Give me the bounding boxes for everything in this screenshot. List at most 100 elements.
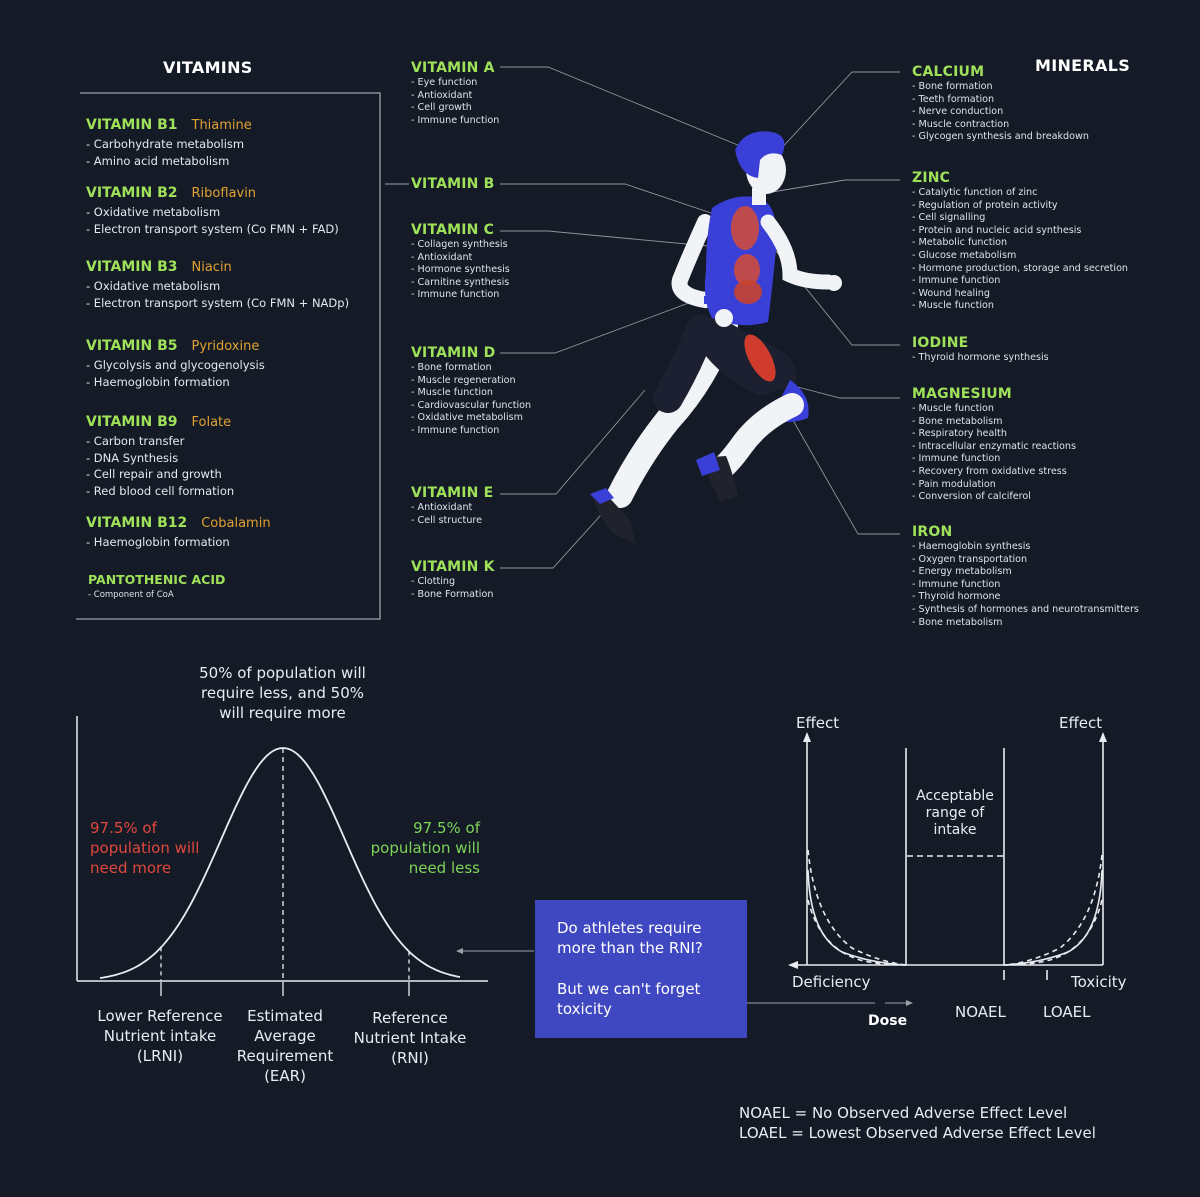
mineral-function: - Recovery from oxidative stress [912, 465, 1067, 477]
vitamin-function-list: - Component of CoA [86, 590, 376, 600]
mineral-function: - Cell signalling [912, 212, 986, 224]
vitamin-entry: VITAMIN B2 Riboflavin - Oxidative metaboli… [86, 182, 376, 237]
box-arrow-left [456, 948, 534, 954]
vitamin-heading: VITAMIN B9 Folate [86, 411, 376, 430]
mid-vitamin-function: - Bone formation [411, 362, 492, 373]
vitamin-function-list: - Carbon transfer- DNA Synthesis- Cell r… [86, 433, 376, 499]
vitamin-name: PANTOTHENIC ACID [88, 572, 226, 587]
vitamin-b-connector [385, 183, 409, 185]
mineral-function: - Oxygen transportation [912, 553, 1028, 565]
mineral-name: CALCIUM [912, 64, 985, 80]
mid-vitamin-entry: VITAMIN D- Bone formation- Muscle regene… [411, 345, 561, 438]
vitamin-name: VITAMIN B2 [86, 185, 178, 201]
mineral-function: - Regulation of protein activity [912, 199, 1058, 211]
vitamin-alt-name: Folate [191, 415, 232, 430]
mid-vitamin-function: - Carnitine synthesis [411, 276, 510, 288]
mineral-function: - Immune function [912, 578, 1001, 590]
legend-loael: LOAEL = Lowest Observed Adverse Effect L… [739, 1124, 1096, 1142]
vitamin-function: - Component of CoA [88, 590, 174, 600]
mid-vitamin-name: VITAMIN E [411, 485, 494, 501]
toxicity-dashed-curve-1 [1003, 899, 1103, 966]
dose-label: Dose [868, 1013, 908, 1029]
mid-vitamin-function: - Antioxidant [411, 89, 473, 101]
mineral-function: - Teeth formation [912, 93, 995, 105]
mineral-function: - Bone formation [912, 81, 993, 92]
bell-right-note: 97.5% of population will need less [370, 819, 480, 877]
legend-noael: NOAEL = No Observed Adverse Effect Level [739, 1104, 1068, 1122]
mid-vitamin-function-list: - Collagen synthesis- Antioxidant- Hormo… [411, 239, 561, 302]
mineral-name: IODINE [912, 335, 969, 351]
mid-vitamin-function-list: - Antioxidant- Cell structure [411, 502, 561, 527]
mineral-function: - Glycogen synthesis and breakdown [912, 131, 1089, 143]
vitamin-function-list: - Oxidative metabolism- Electron transpo… [86, 278, 376, 311]
vitamin-entry: VITAMIN B9 Folate - Carbon transfer- DNA S… [86, 411, 376, 499]
mineral-function: - Muscle function [912, 403, 994, 414]
vitamin-alt-name: Niacin [191, 260, 232, 275]
vitamin-name: VITAMIN B12 [86, 515, 188, 531]
deficiency-dashed-curve-2 [807, 849, 907, 966]
mineral-entry: IRON- Haemoglobin synthesis- Oxygen tran… [912, 524, 1172, 629]
vitamin-function: - Haemoglobin formation [86, 374, 230, 389]
mid-vitamin-function: - Antioxidant [411, 502, 473, 513]
question-box: Do athletes require more than the RNI? B… [535, 900, 747, 1038]
mineral-function: - Synthesis of hormones and neurotransmi… [912, 603, 1139, 615]
mineral-entry: IODINE- Thyroid hormone synthesis [912, 335, 1172, 365]
vitamin-heading: PANTOTHENIC ACID [86, 569, 376, 588]
mineral-function: - Immune function [912, 453, 1001, 465]
mineral-entry: CALCIUM- Bone formation- Teeth formation… [912, 64, 1172, 144]
vitamin-function: - Electron transport system (Co FMN + NA… [86, 295, 350, 310]
vitamin-function-list: - Glycolysis and glycogenolysis- Haemogl… [86, 357, 376, 390]
mineral-function: - Bone metabolism [912, 616, 1003, 628]
runner-illustration [500, 66, 900, 569]
mineral-function: - Catalytic function of zinc [912, 187, 1038, 198]
minerals-title: MINERALS [1035, 56, 1131, 75]
mineral-function: - Nerve conduction [912, 106, 1004, 118]
mid-vitamin-function: - Cell structure [411, 514, 483, 526]
mid-vitamin-function: - Collagen synthesis [411, 239, 508, 250]
lrni-label: Lower Reference Nutrient intake (LRNI) [97, 1007, 223, 1065]
mid-vitamin-function-list: - Eye function- Antioxidant- Cell growth… [411, 77, 561, 127]
vitamin-alt-name: Riboflavin [191, 186, 257, 201]
vitamin-name: VITAMIN B9 [86, 414, 178, 430]
mid-vitamin-entry: VITAMIN K- Clotting- Bone Formation [411, 559, 561, 601]
mineral-function: - Intracellular enzymatic reactions [912, 440, 1076, 452]
mineral-function: - Thyroid hormone synthesis [912, 352, 1049, 363]
mineral-name: ZINC [912, 170, 951, 186]
mid-vitamin-function: - Muscle function [411, 387, 493, 399]
mid-vitamin-name: VITAMIN A [411, 60, 495, 76]
mid-vitamin-name: VITAMIN D [411, 345, 496, 361]
mid-vitamin-function-list: - Clotting- Bone Formation [411, 576, 561, 601]
mid-vitamin-function-list: - Bone formation- Muscle regeneration- M… [411, 362, 561, 438]
mineral-function: - Metabolic function [912, 237, 1008, 249]
toxicity-label: Toxicity [1071, 973, 1127, 991]
mid-vitamin-name: VITAMIN B [411, 176, 495, 192]
vitamin-function: - Oxidative metabolism [86, 205, 221, 219]
toxicity-dashed-curve-2 [1005, 854, 1103, 966]
mid-vitamin-entry: VITAMIN C- Collagen synthesis- Antioxida… [411, 222, 561, 302]
vitamin-function-list: - Oxidative metabolism- Electron transpo… [86, 204, 376, 237]
mineral-function-list: - Haemoglobin synthesis- Oxygen transpor… [912, 541, 1172, 629]
mid-vitamin-function: - Immune function [411, 114, 500, 126]
mineral-entry: MAGNESIUM- Muscle function- Bone metabol… [912, 386, 1172, 504]
mineral-function-list: - Muscle function- Bone metabolism- Resp… [912, 403, 1172, 504]
mineral-function: - Hormone production, storage and secret… [912, 262, 1129, 274]
mid-vitamin-entry: VITAMIN E- Antioxidant- Cell structure [411, 485, 561, 527]
vitamin-name: VITAMIN B1 [86, 117, 178, 133]
mineral-function: - Glucose metabolism [912, 249, 1017, 261]
mid-vitamin-entry: VITAMIN A- Eye function- Antioxidant- Ce… [411, 60, 561, 127]
vitamin-function: - Amino acid metabolism [86, 153, 230, 168]
vitamin-entry: PANTOTHENIC ACID - Component of CoA [86, 569, 376, 600]
vitamin-function-list: - Haemoglobin formation [86, 534, 376, 551]
vitamin-function: - Red blood cell formation [86, 483, 235, 498]
vitamin-alt-name: Pyridoxine [191, 339, 260, 354]
mid-vitamin-function: - Immune function [411, 289, 500, 301]
effect-right-label: Effect [1059, 714, 1103, 732]
bell-curve-chart [76, 716, 488, 996]
mineral-entry: ZINC- Catalytic function of zinc- Regula… [912, 170, 1172, 313]
bell-left-note: 97.5% of population will need more [90, 819, 200, 877]
